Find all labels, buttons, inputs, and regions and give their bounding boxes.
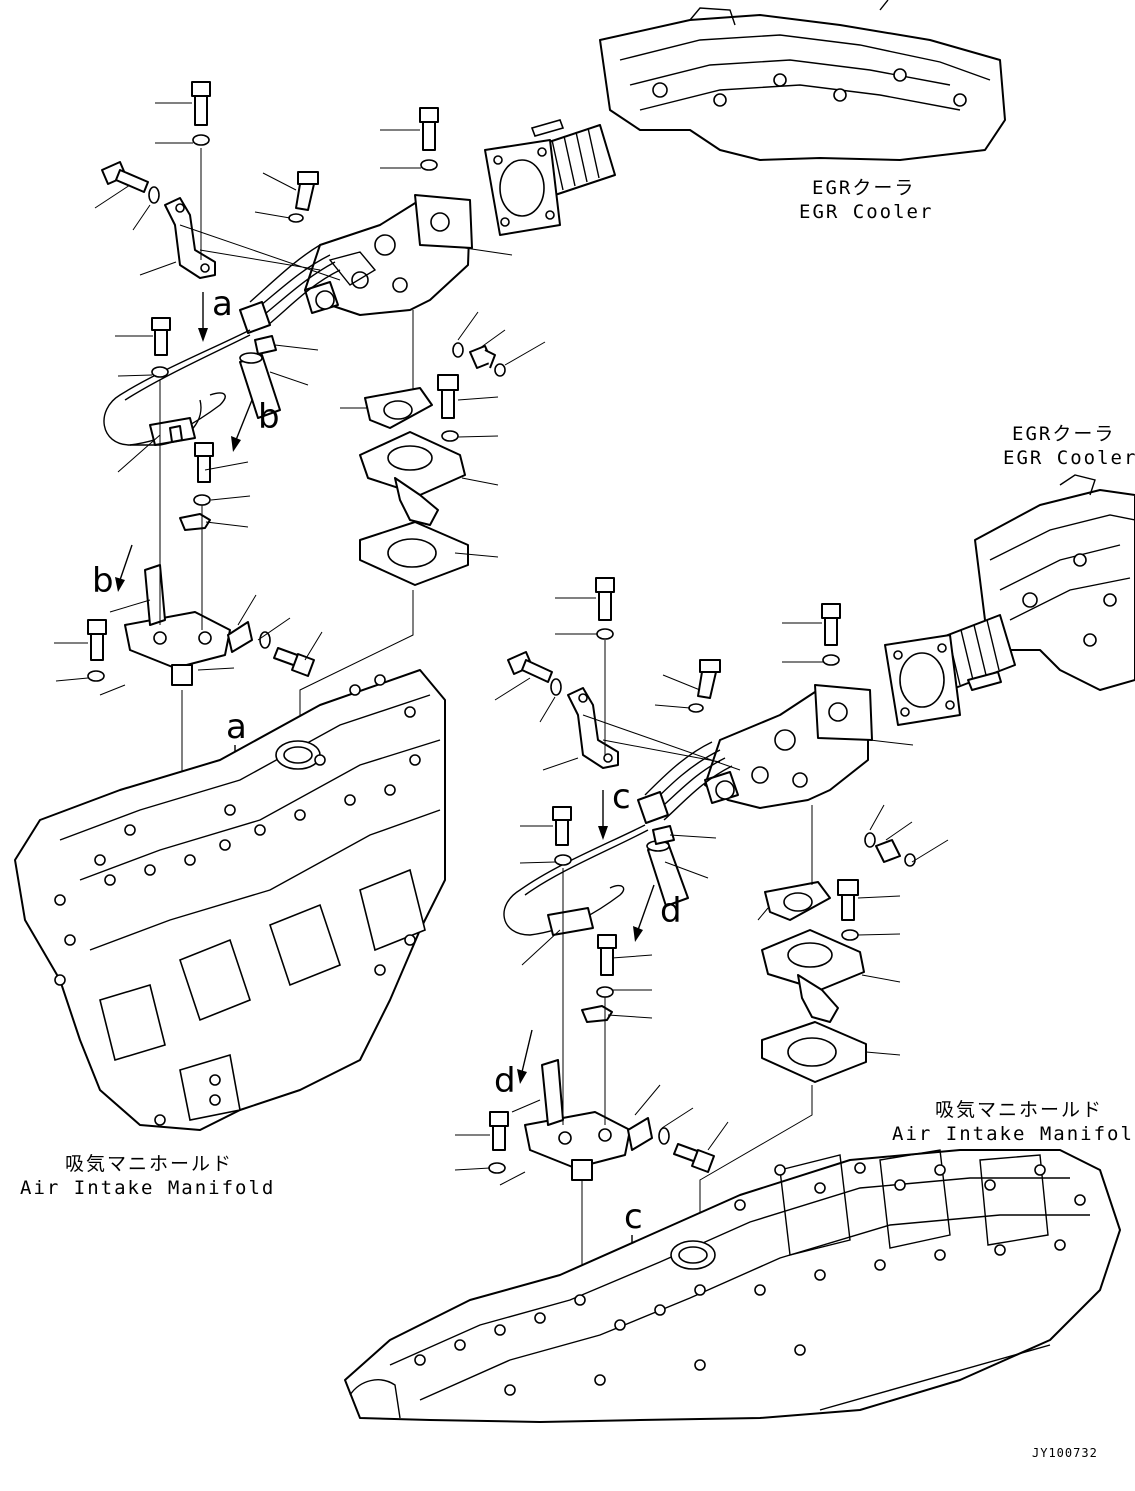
reference-letter-c-upper: c: [612, 777, 631, 817]
reference-letter-a-upper: a: [212, 284, 233, 324]
bracket-arm-lower: [567, 687, 619, 769]
reference-letter-d-upper: d: [660, 891, 682, 931]
drawing-code: JY100732: [1032, 1446, 1098, 1460]
assembly-lower-right: [344, 474, 1135, 1423]
manifold-label-en-right: Air Intake Manifold: [892, 1123, 1135, 1145]
leader-lines-lower: [454, 597, 949, 1420]
bolts-upper: [87, 81, 506, 686]
manifold-label-jp-left: 吸気マニホールド: [65, 1153, 233, 1175]
reference-letter-a-lower: a: [226, 707, 247, 747]
air-intake-manifold-left: [14, 669, 446, 1131]
egr-valve-upper: [304, 194, 473, 316]
egr-cooler-label-en-upper: EGR Cooler: [799, 201, 933, 223]
arrows-upper: [115, 292, 253, 802]
manifold-label-en-left: Air Intake Manifold: [20, 1177, 275, 1199]
egr-cooler-label-jp-upper: EGRクーラ: [812, 177, 915, 199]
reference-letter-b-lower: b: [92, 561, 114, 601]
egr-cooler-label-en-lower: EGR Cooler: [1003, 447, 1135, 469]
egr-valve-lower: [704, 684, 873, 809]
bolts-lower: [488, 577, 916, 1181]
wire-harness-lower: [503, 741, 733, 936]
egr-cooler-label-jp-lower: EGRクーラ: [1012, 423, 1115, 445]
reference-letter-d-lower: d: [494, 1061, 516, 1101]
egr-cooler-lower: [884, 474, 1135, 726]
bracket-arm-upper: [164, 197, 216, 279]
manifold-label-jp-right: 吸気マニホールド: [935, 1099, 1103, 1121]
air-intake-manifold-right: [344, 1149, 1121, 1423]
egr-cooler-upper: [484, 0, 1006, 236]
reference-letter-b-upper: b: [258, 397, 280, 437]
wire-harness-upper: [103, 244, 341, 446]
assembly-upper-left: [14, 0, 1006, 1131]
reference-letter-c-lower: c: [624, 1197, 643, 1237]
